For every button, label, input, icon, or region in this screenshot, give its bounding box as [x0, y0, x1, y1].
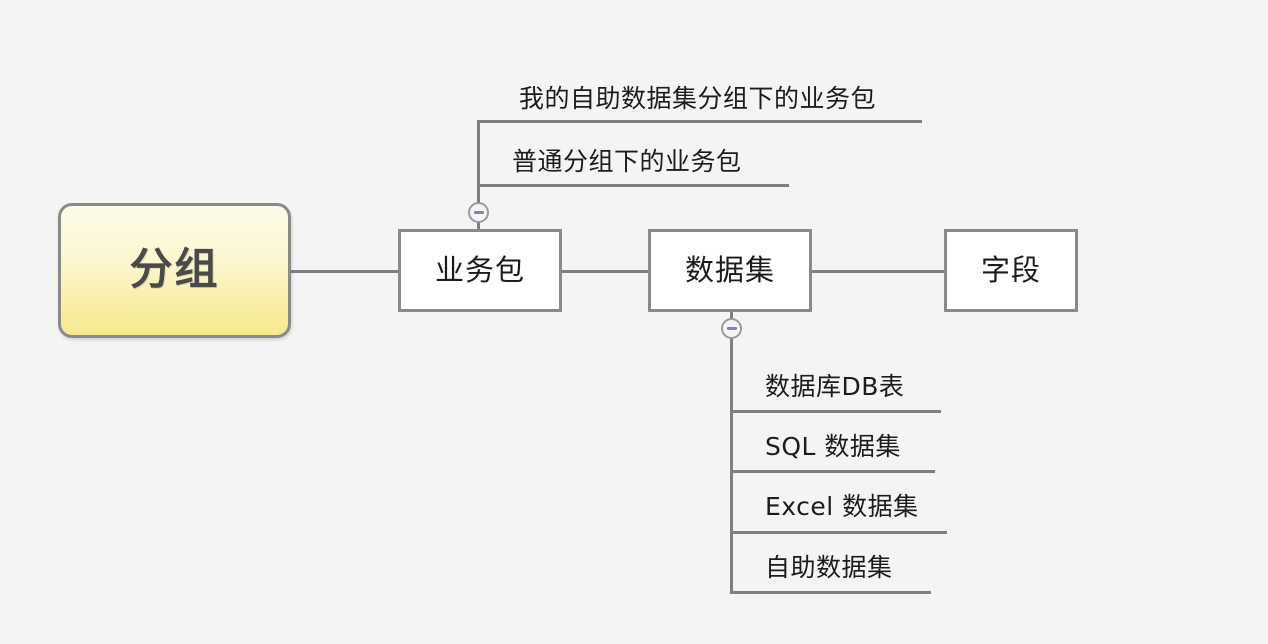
node-field-label: 字段: [980, 253, 1041, 287]
underline-dataset-child-3: [730, 531, 947, 534]
minus-circle-icon-dataset[interactable]: [721, 318, 742, 339]
root-node-grouping[interactable]: 分组: [58, 203, 291, 338]
minus-glyph: [726, 327, 737, 330]
leaf-dataset-child-1[interactable]: 数据库DB表: [765, 372, 905, 401]
minus-circle-icon-business-package[interactable]: [468, 202, 489, 223]
node-business-package[interactable]: 业务包: [398, 229, 562, 312]
leaf-dataset-child-2[interactable]: SQL 数据集: [765, 432, 901, 461]
node-field[interactable]: 字段: [944, 229, 1078, 312]
spine-dataset-children: [730, 332, 733, 594]
leaf-dataset-child-4[interactable]: 自助数据集: [765, 553, 893, 582]
minus-glyph: [473, 211, 484, 214]
node-dataset[interactable]: 数据集: [648, 229, 812, 312]
leaf-business-package-child-1[interactable]: 我的自助数据集分组下的业务包: [519, 84, 877, 113]
connector-business-package-to-dataset: [560, 270, 650, 273]
connector-dataset-to-field: [810, 270, 946, 273]
leaf-dataset-child-3[interactable]: Excel 数据集: [765, 492, 919, 521]
underline-dataset-child-1: [730, 410, 941, 413]
leaf-business-package-child-2[interactable]: 普通分组下的业务包: [512, 147, 742, 176]
spine-business-package-children: [477, 120, 480, 210]
underline-dataset-child-2: [730, 470, 935, 473]
root-node-label: 分组: [129, 245, 220, 295]
underline-business-package-child-1: [477, 120, 922, 123]
underline-business-package-child-2: [477, 184, 789, 187]
node-business-package-label: 业务包: [434, 253, 525, 287]
connector-root-to-business-package: [290, 270, 400, 273]
underline-dataset-child-4: [730, 591, 931, 594]
node-dataset-label: 数据集: [684, 253, 775, 287]
